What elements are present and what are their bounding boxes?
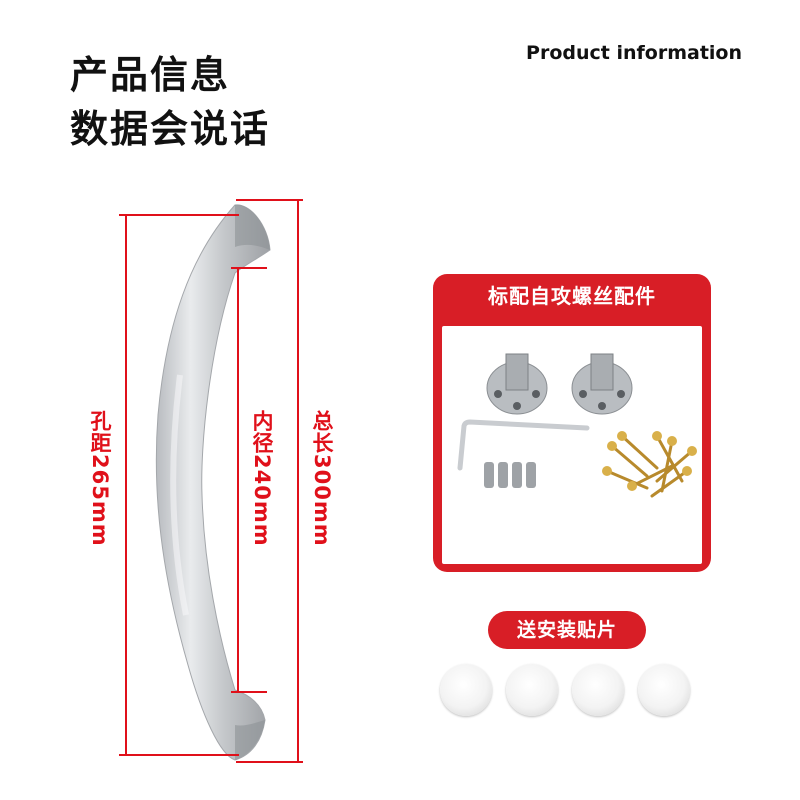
sticker-disc	[440, 664, 492, 716]
sticker-disc	[572, 664, 624, 716]
inner-length-label: 内径240mm	[250, 410, 274, 547]
hole-spacing-bottom-tick	[119, 754, 239, 756]
inner-length-bottom-tick	[231, 691, 267, 693]
total-length-top-tick	[236, 199, 303, 201]
accessories-image-area	[442, 326, 702, 564]
inner-length-top-tick	[231, 267, 267, 269]
hole-spacing-line	[125, 215, 127, 755]
title-line-1: 产品信息	[70, 53, 231, 97]
sticker-disc	[638, 664, 690, 716]
hole-spacing-label: 孔距265mm	[88, 410, 112, 547]
sticker-disc	[506, 664, 558, 716]
stickers-label: 送安装贴片	[488, 611, 646, 649]
subtitle: Product information	[526, 42, 742, 64]
screws-icon	[602, 431, 697, 498]
total-length-bottom-tick	[236, 761, 303, 763]
accessories-panel-title: 标配自攻螺丝配件	[488, 284, 656, 308]
total-length-line	[297, 200, 299, 762]
inner-length-line	[237, 268, 239, 692]
connector-icon	[486, 353, 548, 415]
title-line-2: 数据会说话	[70, 107, 271, 151]
accessories-panel: 标配自攻螺丝配件	[433, 274, 711, 572]
handle-image	[155, 204, 271, 761]
hole-spacing-top-tick	[119, 214, 239, 216]
total-length-label: 总长300mm	[310, 410, 334, 547]
hex-key-icon	[457, 419, 590, 471]
connector-icon	[571, 353, 633, 415]
set-screws-icon	[484, 462, 536, 488]
